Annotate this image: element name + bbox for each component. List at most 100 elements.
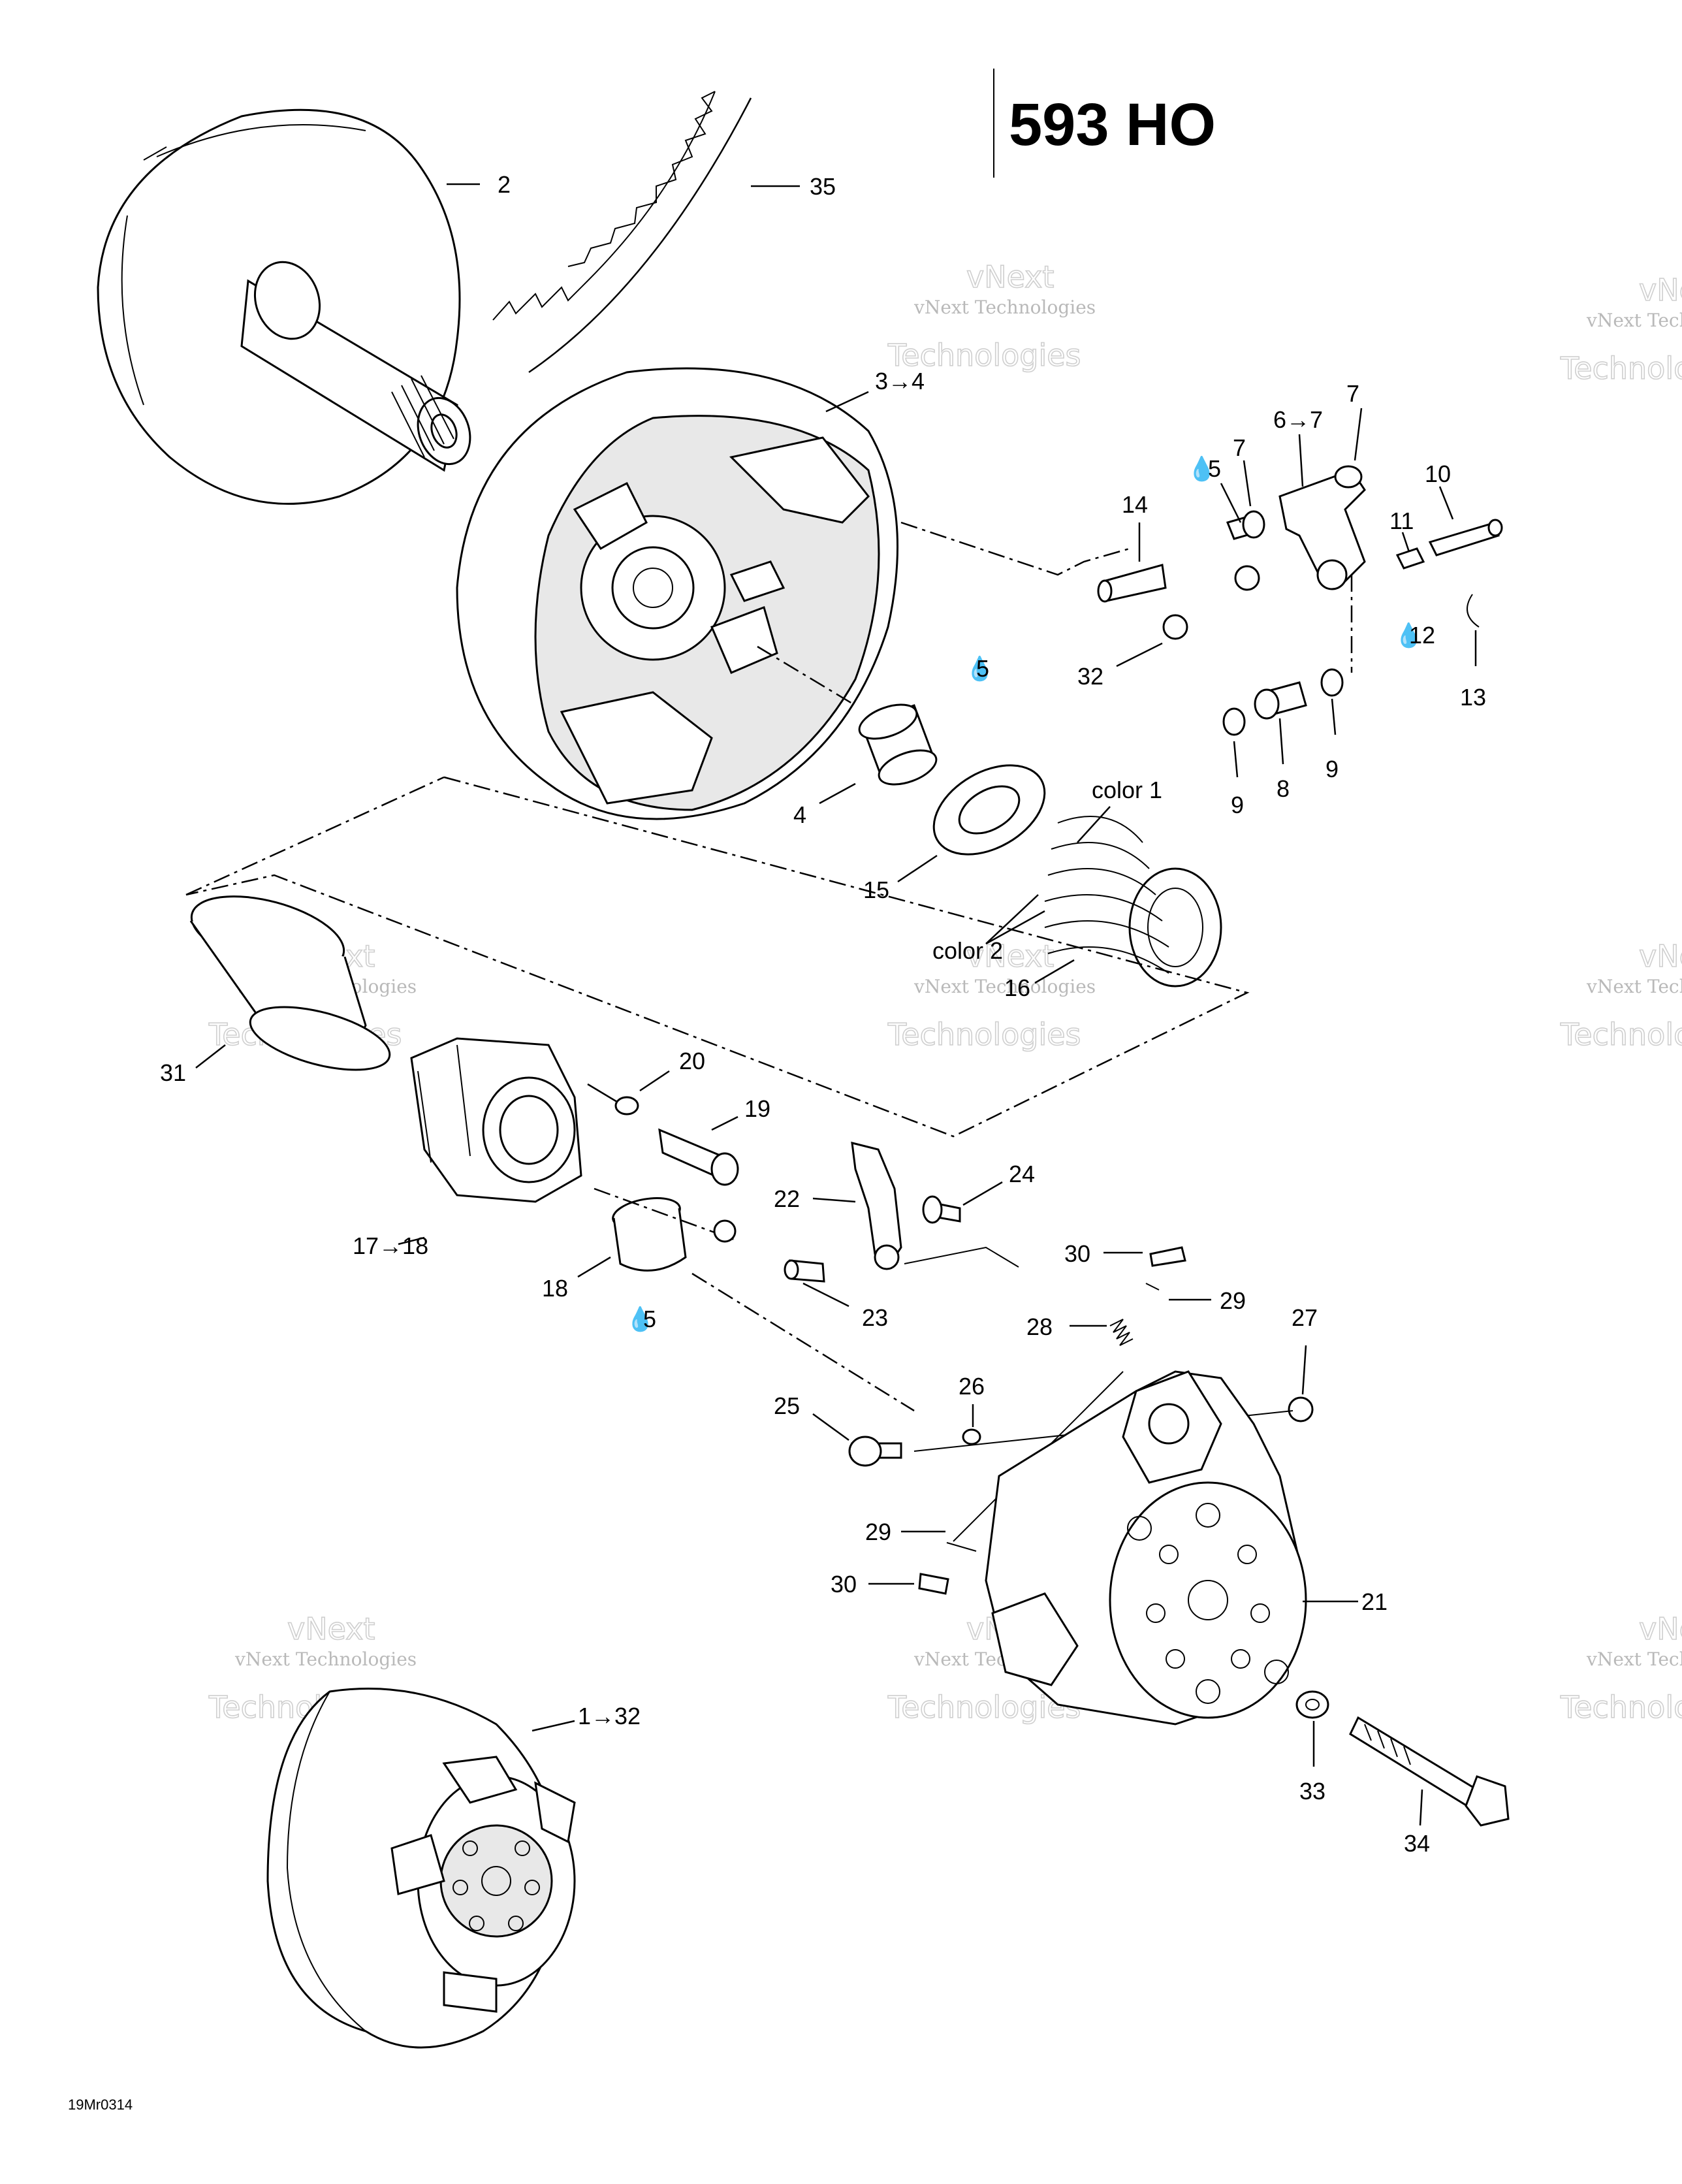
watermark-text: vNext Technologies [1586, 976, 1682, 997]
nut-32 [1162, 614, 1188, 640]
callout-5b: 5 [976, 655, 989, 682]
washer-9a [1222, 707, 1246, 736]
callout-29a: 29 [1220, 1287, 1246, 1314]
watermark: vNext vNext Technologies Technologies [1559, 1611, 1682, 1726]
watermark-text: Technologies [887, 338, 1081, 373]
centerline-spider [587, 1083, 621, 1105]
leader-15 [897, 854, 938, 883]
callout-30b: 30 [831, 1571, 857, 1598]
leader-4 [819, 782, 856, 805]
leader-1to32 [532, 1720, 575, 1732]
diagram-title: 593 HO [1009, 91, 1216, 158]
callout-4: 4 [793, 801, 806, 828]
lever-assembly-parts [1097, 465, 1503, 736]
watermark-text: vNext Technologies [234, 1648, 417, 1670]
dowel-pin-14 [1102, 564, 1167, 602]
callout-9b: 9 [1325, 756, 1339, 782]
leader-23 [802, 1282, 849, 1308]
drawing-code: 19Mr0314 [68, 2096, 133, 2113]
governor-cup-part-21 [985, 1370, 1307, 1726]
callout-32: 32 [1077, 663, 1103, 690]
callout-30a: 30 [1064, 1240, 1090, 1267]
watermark-text: vNext [1639, 939, 1682, 974]
watermark-text: vNext [1639, 272, 1682, 308]
drive-belt-part [492, 91, 752, 374]
fixed-sheave-part [97, 108, 471, 505]
callout-28: 28 [1026, 1313, 1053, 1340]
roller-part-30b [918, 1573, 949, 1595]
callout-16: 16 [1004, 974, 1030, 1001]
callout-21: 21 [1361, 1588, 1388, 1615]
callout-color1: color 1 [1092, 777, 1162, 803]
callout-15: 15 [863, 876, 889, 903]
drop-icon: 💧 [1187, 455, 1216, 482]
watermark-text: Technologies [1560, 1690, 1682, 1725]
leader-18 [577, 1256, 611, 1278]
clip-part-29a [1145, 1283, 1160, 1291]
leader-color2 [985, 894, 1045, 945]
callout-27: 27 [1292, 1304, 1318, 1331]
leader-31 [195, 1044, 226, 1068]
pin-head [922, 1195, 943, 1224]
callout-color2: color 2 [932, 937, 1003, 964]
washer-part-33 [1295, 1690, 1329, 1719]
assembly-boundary [185, 776, 1250, 1138]
clip-part-29b [946, 1542, 977, 1552]
callout-10: 10 [1425, 460, 1451, 487]
callout-6to7: 6→7 [1273, 406, 1323, 433]
callout-24: 24 [1009, 1161, 1035, 1187]
callout-7a: 7 [1233, 434, 1246, 461]
bolt-thread [1364, 1724, 1411, 1765]
watermark-text: vNext [1639, 1611, 1682, 1646]
screw-head [848, 1436, 882, 1467]
callout-20: 20 [679, 1048, 705, 1074]
watermark-text: vNext Technologies [1586, 1648, 1682, 1670]
leader-8 [1278, 718, 1284, 765]
leader-17to18 [398, 1236, 425, 1245]
watermark: vNext vNext Technologies Technologies [1559, 272, 1682, 387]
leader-22 [812, 1197, 856, 1203]
leader-19 [711, 1116, 738, 1131]
callout-34: 34 [1404, 1830, 1430, 1857]
washer-part-26 [962, 1428, 981, 1445]
watermark-text: vNext Technologies [913, 297, 1096, 318]
drop-icon: 💧 [1394, 622, 1423, 649]
weight-pivot [874, 1244, 900, 1270]
callout-5c: 5 [643, 1306, 656, 1332]
screw-part [713, 1219, 737, 1243]
watermark: vNext vNext Technologies Technologies [887, 259, 1096, 374]
washer-9b [1320, 668, 1344, 697]
watermark: vNext vNext Technologies Technologies [1559, 938, 1682, 1053]
leader-34 [1419, 1789, 1423, 1826]
centerline-sheave-arm [900, 521, 1130, 576]
bushing-part-4 [858, 703, 938, 786]
nut-part-27 [1288, 1396, 1314, 1422]
spring-part-28 [1109, 1319, 1134, 1346]
leader-7a [1243, 460, 1252, 507]
callout-31: 31 [160, 1059, 186, 1086]
leader-24 [962, 1181, 1003, 1206]
drop-5-label: 💧 [965, 655, 994, 682]
leader-6to7 [1298, 434, 1304, 487]
watermark: vNext vNext Technologies Technologies [887, 938, 1096, 1053]
leader-7b [1354, 408, 1363, 461]
roller-part-30a [1149, 1246, 1186, 1267]
leader-color1 [1077, 806, 1111, 843]
leader-9b [1331, 698, 1337, 735]
callout-22: 22 [774, 1185, 800, 1212]
leader-10 [1438, 486, 1454, 520]
callout-12: 12 [1409, 622, 1435, 649]
callout-17to18: 17→18 [353, 1232, 428, 1259]
callout-19: 19 [744, 1095, 770, 1122]
watermark-group: vNext vNext Technologies Technologies vN… [208, 259, 1682, 1726]
leader-32 [1116, 642, 1163, 667]
spider-part-17 [410, 1037, 582, 1203]
leader-5a [1220, 483, 1242, 523]
callout-25: 25 [774, 1392, 800, 1419]
washer-part-15 [932, 764, 1046, 856]
washer-hole [1305, 1699, 1320, 1710]
callout-5a: 5 [1208, 455, 1221, 482]
watermark-text: vNext [287, 1611, 375, 1646]
watermark-text: vNext Technologies [1586, 310, 1682, 331]
